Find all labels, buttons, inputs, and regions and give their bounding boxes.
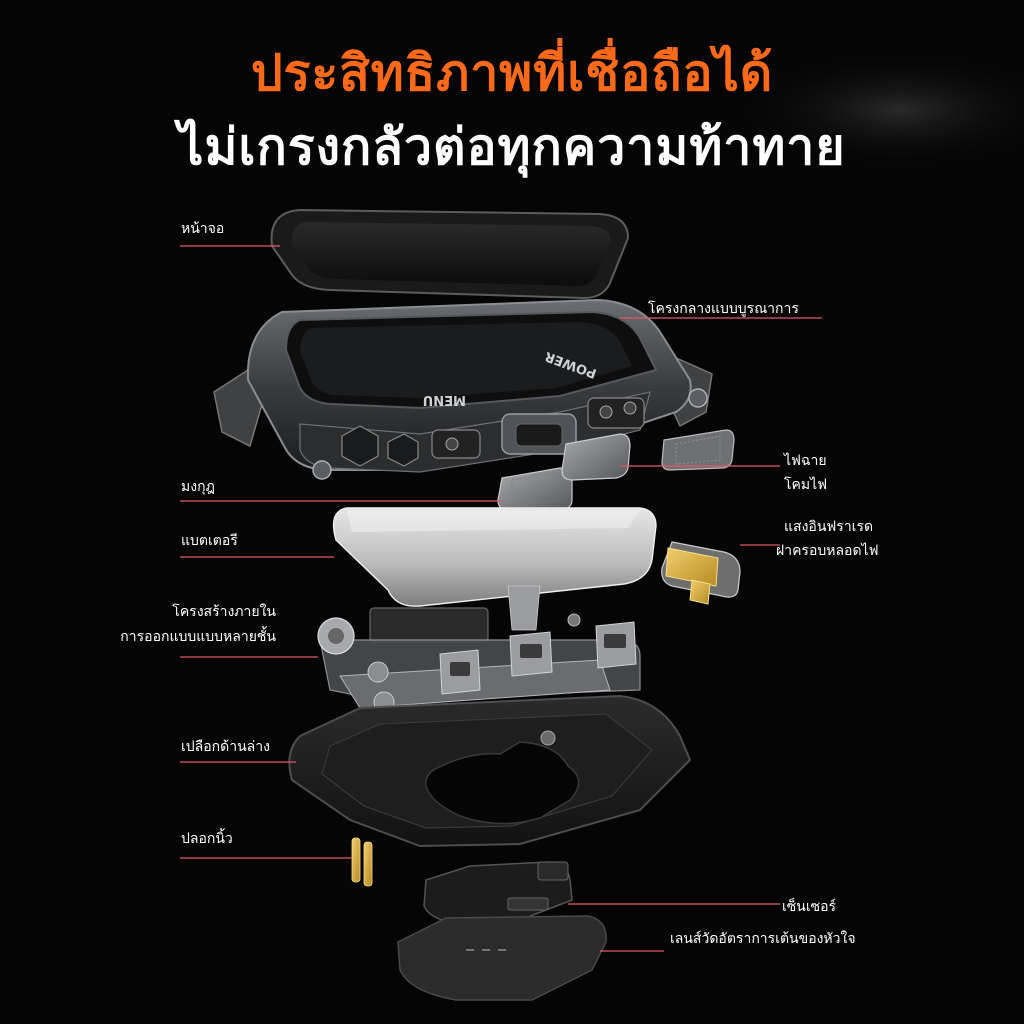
- headline-line-1: ประสิทธิภาพที่เชื่อถือได้: [250, 44, 774, 102]
- label-bottom-shell: เปลือกด้านล่าง: [181, 739, 270, 755]
- label-sensor: เซ็นเซอร์: [782, 899, 837, 915]
- label-middle-frame: โครงกลางแบบบูรณาการ: [648, 301, 799, 317]
- lamp-cap-part: [661, 429, 735, 471]
- label-crown: มงกุฎ: [181, 479, 215, 495]
- background-rock: [730, 50, 1024, 170]
- menu-engraving: MENU: [423, 392, 466, 407]
- infrared-cover-part: [661, 541, 741, 605]
- label-flashlight-1: ไฟฉาย: [784, 453, 827, 469]
- crown-part: [497, 467, 573, 511]
- pogo-pin-part: [351, 837, 373, 887]
- label-flashlight-2: โคมไฟ: [784, 477, 828, 493]
- label-structure-2: การออกแบบแบบหลายชั้น: [120, 629, 276, 645]
- hr-lens-part: [397, 915, 607, 1001]
- label-battery: แบตเตอรี: [181, 533, 238, 549]
- middle-frame: MENU POWER: [213, 298, 713, 480]
- internal-structure-part: [317, 585, 641, 713]
- label-pogo-pin: ปลอกนิ้ว: [181, 831, 233, 847]
- label-infrared-1: แสงอินฟราเรด: [784, 519, 874, 535]
- battery-part: [332, 507, 657, 607]
- label-infrared-2: ฝาครอบหลอดไฟ: [776, 543, 879, 559]
- display-glass: [270, 208, 630, 300]
- label-hr-lens: เลนส์วัดอัตราการเต้นของหัวใจ: [670, 931, 856, 947]
- label-display: หน้าจอ: [181, 221, 225, 237]
- flashlight-part: [561, 433, 631, 481]
- headline-line-2: ไม่เกรงกลัวต่อทุกความท้าทาย: [178, 118, 846, 176]
- label-structure-1: โครงสร้างภายใน: [172, 604, 276, 620]
- sensor-part: [423, 861, 573, 925]
- bottom-shell-part: [288, 694, 692, 848]
- callout-lines: [180, 245, 822, 952]
